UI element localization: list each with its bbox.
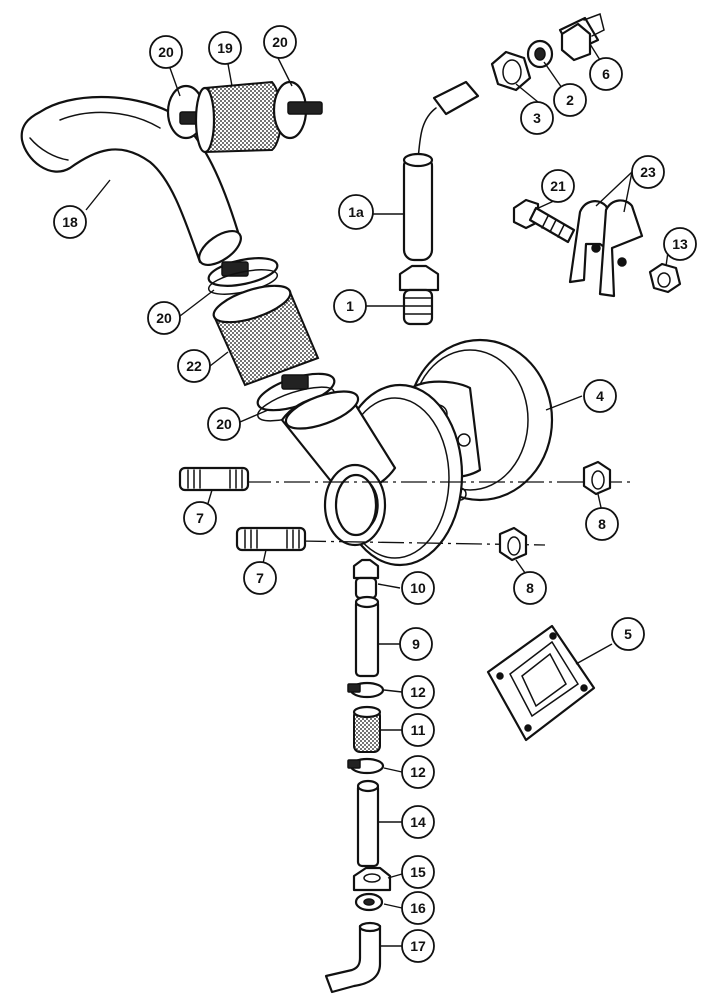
- union-nut-3: [490, 50, 532, 92]
- svg-text:1: 1: [346, 298, 354, 314]
- callout-21: 21: [541, 169, 575, 203]
- coupling-sleeve-22: [212, 284, 320, 387]
- svg-text:21: 21: [550, 178, 566, 194]
- hose-1a: [402, 80, 480, 262]
- svg-text:18: 18: [62, 214, 78, 230]
- svg-text:22: 22: [186, 358, 202, 374]
- nut-15: [352, 866, 392, 892]
- svg-text:14: 14: [410, 814, 426, 830]
- callout-22: 22: [177, 349, 211, 383]
- stud-7-upper: [178, 466, 250, 492]
- svg-text:20: 20: [156, 310, 172, 326]
- callout-6: 6: [589, 57, 623, 91]
- elbow-17: [324, 921, 382, 994]
- svg-text:12: 12: [410, 764, 426, 780]
- callout-3: 3: [520, 101, 554, 135]
- svg-text:13: 13: [672, 236, 688, 252]
- callout-13: 13: [663, 227, 697, 261]
- svg-text:7: 7: [256, 570, 264, 586]
- svg-text:9: 9: [412, 636, 420, 652]
- hose-clamp-12-lower: [347, 757, 385, 775]
- svg-text:6: 6: [602, 66, 610, 82]
- adapter-6: [558, 13, 605, 62]
- callout-19: 19: [208, 31, 242, 65]
- svg-text:20: 20: [272, 34, 288, 50]
- svg-text:11: 11: [411, 722, 426, 738]
- banjo-fitting-1: [398, 264, 440, 326]
- stud-7-lower: [235, 526, 307, 552]
- svg-text:15: 15: [410, 864, 426, 880]
- svg-text:8: 8: [598, 516, 606, 532]
- adapter-10: [352, 558, 380, 600]
- callout-5: 5: [611, 617, 645, 651]
- callout-20-middle: 20: [147, 301, 181, 335]
- nut-8-upper: [582, 460, 612, 496]
- callout-10: 10: [401, 571, 435, 605]
- svg-text:17: 17: [410, 938, 426, 954]
- hose-11: [352, 705, 382, 753]
- callout-20-top-left: 20: [149, 35, 183, 69]
- callout-20-lower: 20: [207, 407, 241, 441]
- hose-clamp-12-upper: [347, 681, 385, 699]
- pipe-14: [356, 779, 380, 868]
- callout-12-upper: 12: [401, 675, 435, 709]
- callout-2: 2: [553, 83, 587, 117]
- svg-text:16: 16: [410, 900, 426, 916]
- hose-clamp-20-middle: [207, 257, 279, 295]
- callout-18: 18: [53, 205, 87, 239]
- callout-8-lower: 8: [513, 571, 547, 605]
- svg-text:2: 2: [566, 92, 574, 108]
- callout-14: 14: [401, 805, 435, 839]
- callout-7-lower: 7: [243, 561, 277, 595]
- clip-bracket-23: [568, 199, 644, 298]
- hose-clamp-20-top-right: [272, 80, 323, 140]
- svg-text:10: 10: [410, 580, 426, 596]
- callout-20-top-right: 20: [263, 25, 297, 59]
- svg-text:7: 7: [196, 510, 204, 526]
- callout-8-upper: 8: [585, 507, 619, 541]
- svg-text:3: 3: [533, 110, 541, 126]
- callout-15: 15: [401, 855, 435, 889]
- turbocharger-4: [280, 338, 554, 567]
- callout-9: 9: [399, 627, 433, 661]
- callout-23: 23: [631, 155, 665, 189]
- olive-2: [526, 39, 554, 69]
- svg-text:4: 4: [596, 388, 604, 404]
- nut-13: [648, 262, 682, 294]
- svg-text:1a: 1a: [348, 204, 364, 220]
- gasket-5: [486, 624, 596, 742]
- nut-8-lower: [498, 526, 528, 562]
- washer-16: [354, 892, 384, 912]
- svg-text:20: 20: [216, 416, 232, 432]
- svg-text:20: 20: [158, 44, 174, 60]
- bolt-21: [512, 198, 576, 244]
- coupling-sleeve-19: [194, 80, 282, 154]
- callout-1: 1: [333, 289, 367, 323]
- svg-text:19: 19: [217, 40, 233, 56]
- svg-text:23: 23: [640, 164, 656, 180]
- callout-16: 16: [401, 891, 435, 925]
- callout-11: 11: [401, 713, 435, 747]
- callout-12-lower: 12: [401, 755, 435, 789]
- pipe-9: [354, 595, 380, 678]
- callout-17: 17: [401, 929, 435, 963]
- svg-text:8: 8: [526, 580, 534, 596]
- svg-text:12: 12: [410, 684, 426, 700]
- svg-text:5: 5: [624, 626, 632, 642]
- callout-4: 4: [583, 379, 617, 413]
- callout-7-upper: 7: [183, 501, 217, 535]
- callout-1a: 1a: [338, 194, 374, 230]
